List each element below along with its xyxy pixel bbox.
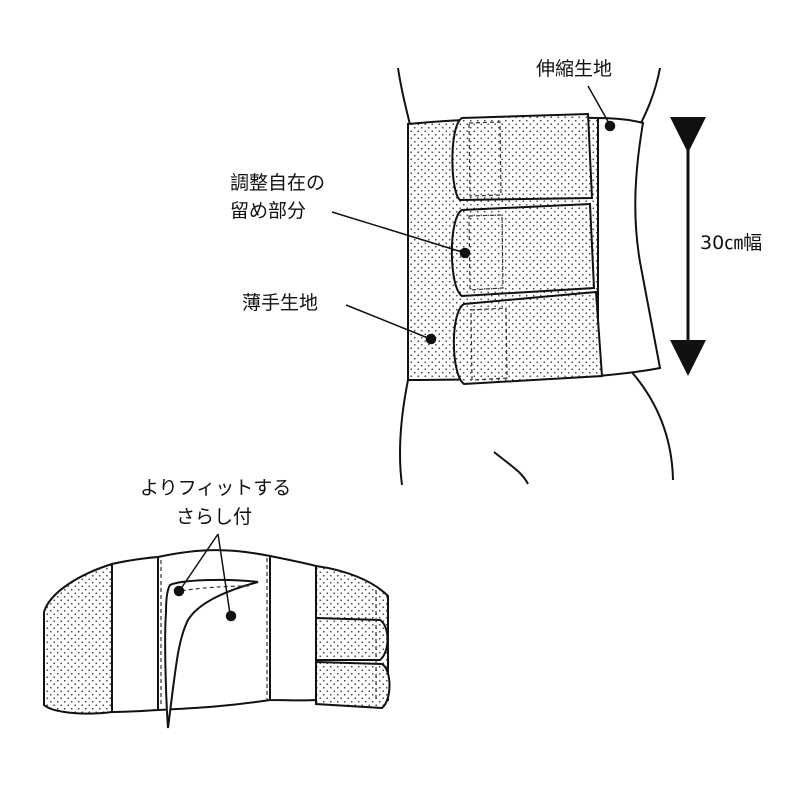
fastener-tab-2 xyxy=(450,202,596,298)
leader-lines-top xyxy=(331,85,616,345)
worn-belt xyxy=(407,112,662,386)
label-adjustable-fastener-1: 調整自在の xyxy=(230,172,326,194)
leader-lines-bottom xyxy=(173,533,237,622)
flat-belt xyxy=(43,549,391,729)
label-thin-fabric: 薄手生地 xyxy=(242,292,319,314)
label-width: 30㎝幅 xyxy=(700,232,763,254)
left-mesh-wing xyxy=(43,562,113,715)
fastener-tab-1 xyxy=(451,112,594,202)
label-stretch-fabric: 伸縮生地 xyxy=(536,58,613,80)
fastener-tab-3 xyxy=(452,290,604,386)
label-sarashi-2: さらし付 xyxy=(176,506,253,528)
right-stretch-panel xyxy=(269,554,317,702)
left-stretch-panel xyxy=(111,555,159,714)
torso-illustration xyxy=(397,67,674,486)
sarashi-flap xyxy=(164,578,259,729)
label-sarashi-1: よりフィットする xyxy=(140,477,292,499)
stretch-fabric-panel xyxy=(597,116,662,378)
label-adjustable-fastener-2: 留め部分 xyxy=(230,200,307,222)
